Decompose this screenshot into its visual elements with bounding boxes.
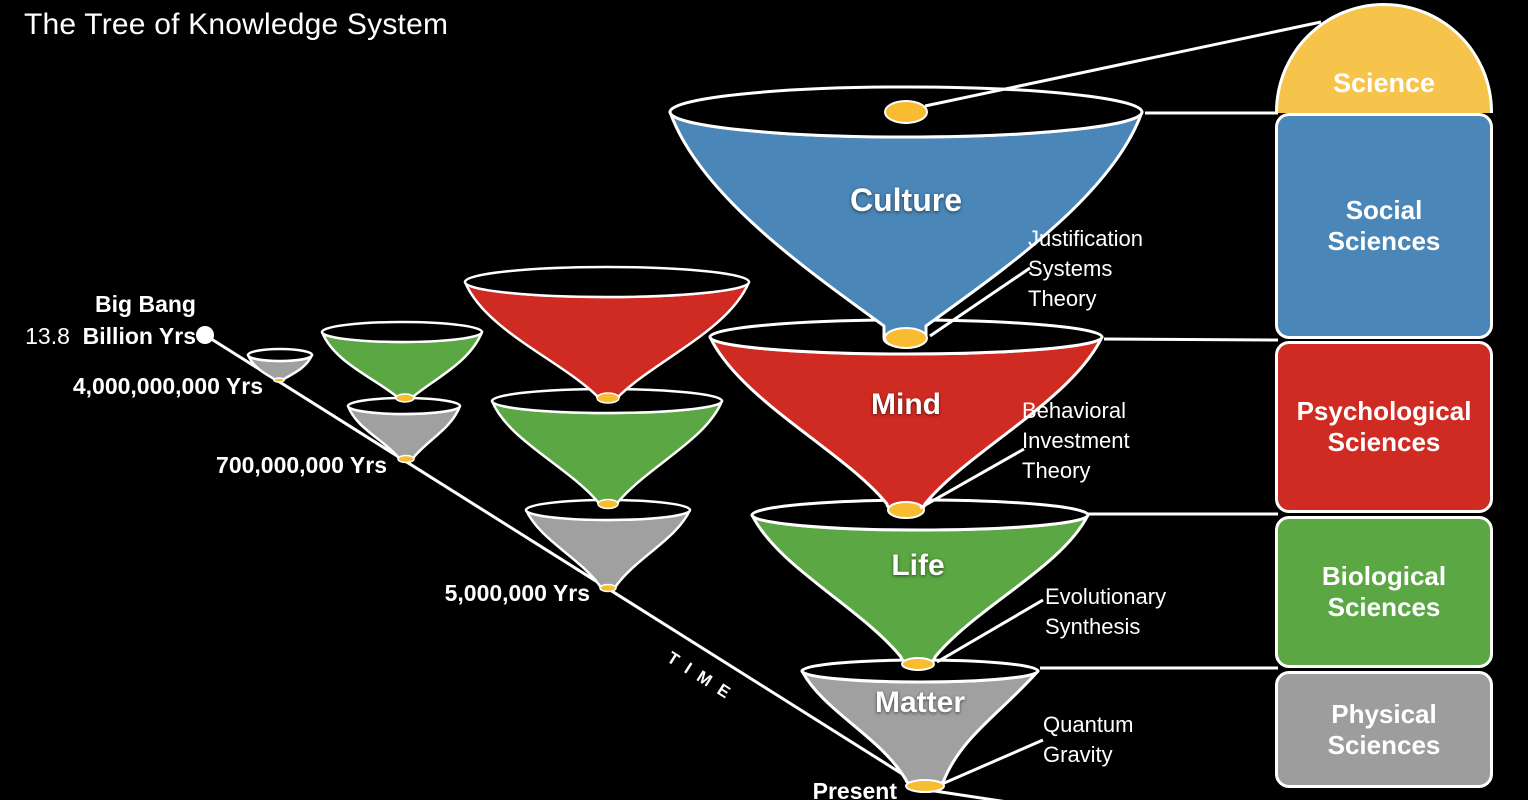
culture-apex-point bbox=[884, 100, 928, 124]
joint-point bbox=[395, 393, 415, 403]
time-axis-line bbox=[204, 333, 924, 789]
life-cone-small-2-opening bbox=[320, 320, 484, 344]
joint-point bbox=[887, 501, 925, 519]
marker-5-million-yrs: 5,000,000 Yrs bbox=[444, 580, 590, 606]
theory-line: Investment bbox=[1022, 428, 1130, 453]
theory-line: Justification bbox=[1028, 226, 1143, 251]
box-label-line: Biological bbox=[1321, 561, 1447, 591]
behavioral-callout-line bbox=[919, 447, 1025, 510]
culture-cone-label: Culture bbox=[850, 182, 962, 218]
marker-700-million-yrs: 700,000,000 Yrs bbox=[216, 452, 387, 478]
theory-line: Theory bbox=[1022, 458, 1091, 483]
theory-line: Evolutionary bbox=[1045, 584, 1167, 609]
matter-cone-label: Matter bbox=[874, 686, 965, 719]
evolutionary-synthesis-label: Evolutionary Synthesis bbox=[1045, 582, 1166, 642]
science-dome-label: Science bbox=[1332, 68, 1436, 98]
big-bang-title: Big Bang bbox=[95, 291, 196, 317]
theory-line: Quantum bbox=[1043, 712, 1134, 737]
quantum-gravity-label: Quantum Gravity bbox=[1043, 710, 1134, 770]
big-bang-unit: Billion Yrs bbox=[82, 323, 196, 349]
box-label-line: Social bbox=[1345, 195, 1423, 225]
life-cone-small-3 bbox=[490, 399, 724, 508]
life-cone bbox=[750, 513, 1090, 666]
matter-cone-small-1-opening bbox=[246, 347, 314, 363]
box-label-line: Sciences bbox=[1327, 427, 1441, 457]
big-bang-label: Big Bang 13.8 Billion Yrs bbox=[12, 288, 196, 352]
theory-line: Behavioral bbox=[1022, 398, 1126, 423]
marker-present: Present bbox=[812, 778, 897, 800]
page-title: The Tree of Knowledge System bbox=[24, 8, 449, 41]
cone-stack-4billion bbox=[246, 347, 314, 383]
big-bang-value: 13.8 bbox=[25, 323, 70, 349]
theory-line: Theory bbox=[1028, 286, 1097, 311]
connector-lines bbox=[919, 20, 1322, 786]
joint-point bbox=[596, 392, 620, 404]
mind-cone-small-3 bbox=[463, 280, 751, 403]
box-label-line: Psychological bbox=[1296, 396, 1472, 426]
social-sciences-box: Social Sciences bbox=[1275, 113, 1493, 339]
life-cone-label: Life bbox=[891, 549, 945, 582]
box-label-line: Sciences bbox=[1327, 226, 1441, 256]
mind-cone-small-3-opening bbox=[463, 265, 751, 299]
joint-point bbox=[901, 657, 935, 671]
marker-4-billion-yrs: 4,000,000,000 Yrs bbox=[72, 373, 263, 399]
culture-to-science-line bbox=[924, 20, 1322, 108]
physical-sciences-box: Physical Sciences bbox=[1275, 671, 1493, 788]
evolutionary-callout-line bbox=[936, 598, 1044, 664]
joint-point bbox=[599, 583, 617, 593]
cone-stack-5million bbox=[463, 265, 751, 593]
biological-sciences-box: Biological Sciences bbox=[1275, 516, 1493, 668]
cone-stack-700million bbox=[320, 320, 484, 464]
box-label-line: Sciences bbox=[1327, 729, 1441, 760]
psychological-sciences-box: Psychological Sciences bbox=[1275, 341, 1493, 513]
cone-stack-present bbox=[668, 85, 1144, 793]
box-label-line: Sciences bbox=[1327, 592, 1441, 622]
behavioral-investment-theory-label: Behavioral Investment Theory bbox=[1022, 396, 1130, 486]
theory-line: Synthesis bbox=[1045, 614, 1141, 639]
theory-line: Gravity bbox=[1043, 742, 1113, 767]
box-label-line: Physical bbox=[1331, 698, 1437, 729]
present-joint-point bbox=[905, 779, 945, 793]
joint-point bbox=[273, 377, 285, 383]
time-axis bbox=[204, 333, 1005, 800]
quantum-callout-line bbox=[941, 738, 1044, 786]
justification-systems-theory-label: Justification Systems Theory bbox=[1028, 224, 1143, 314]
joint-point bbox=[397, 454, 415, 464]
theory-line: Systems bbox=[1028, 256, 1113, 281]
justification-callout-line bbox=[929, 266, 1031, 338]
time-axis-extension-line bbox=[927, 788, 1005, 800]
mind-cone-label: Mind bbox=[871, 388, 941, 421]
joint-point bbox=[597, 498, 619, 510]
mind-to-psychological-sciences-line bbox=[1103, 337, 1279, 342]
big-bang-point bbox=[196, 326, 214, 344]
joint-point bbox=[884, 327, 928, 349]
